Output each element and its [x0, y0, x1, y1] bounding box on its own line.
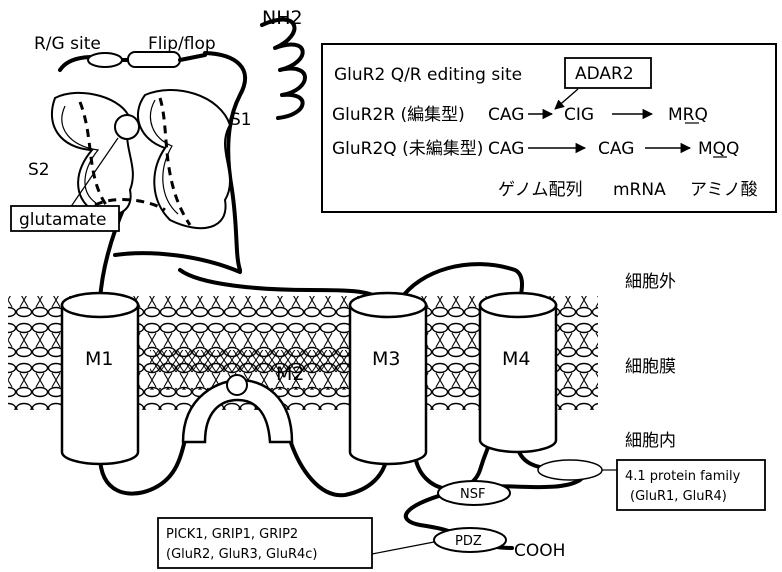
editing-site-panel: GluR2 Q/R editing site ADAR2 GluR2R (編集型… [322, 44, 776, 212]
m1-label: M1 [85, 348, 113, 370]
segment-m4 [480, 293, 556, 452]
glur2r-genome: CAG [488, 105, 524, 125]
nh2-label: NH2 [262, 7, 303, 29]
flip-flop-marker [128, 52, 205, 67]
extracellular-label: 細胞外 [625, 272, 676, 292]
glur2q-genome: CAG [488, 139, 524, 159]
glur2q-mrna: CAG [598, 139, 634, 159]
m3-label: M3 [372, 348, 400, 370]
segment-m3 [350, 293, 426, 464]
m4-label: M4 [502, 348, 530, 370]
footer-genome: ゲノム配列 [498, 180, 583, 200]
rg-site-label: R/G site [34, 34, 101, 54]
pdz-ellipse [372, 528, 506, 554]
flip-flop-label: Flip/flop [148, 34, 216, 54]
rg-site-marker [88, 53, 122, 67]
protein41-line1: 4.1 protein family [625, 469, 741, 484]
glur2r-mrna: CIG [564, 105, 594, 125]
glur2r-name: GluR2R (編集型) [332, 105, 465, 125]
glur2q-name: GluR2Q (未編集型) [332, 139, 483, 159]
footer-amino: アミノ酸 [690, 180, 758, 200]
nsf-label: NSF [460, 487, 485, 502]
footer-mrna: mRNA [613, 180, 666, 200]
segment-m1 [62, 293, 138, 464]
pick-line2: (GluR2, GluR3, GluR4c) [166, 547, 318, 562]
glutamate-label: glutamate [19, 210, 106, 230]
pdz-label: PDZ [455, 534, 482, 549]
s2-label: S2 [28, 160, 50, 180]
pick-line1: PICK1, GRIP1, GRIP2 [166, 527, 298, 542]
glur2r-protein: MRQ [668, 105, 708, 125]
protein41-ellipse [538, 460, 618, 480]
intracellular-label: 細胞内 [625, 431, 676, 451]
glur2q-protein: MQQ [698, 139, 739, 159]
membrane-label: 細胞膜 [625, 357, 676, 377]
adar2-label: ADAR2 [575, 64, 634, 84]
protein41-line2: (GluR1, GluR4) [630, 489, 727, 504]
cooh-label: COOH [514, 541, 565, 561]
editing-title: GluR2 Q/R editing site [334, 65, 522, 85]
s1-label: S1 [230, 110, 252, 130]
m2-label: M2 [276, 363, 304, 385]
